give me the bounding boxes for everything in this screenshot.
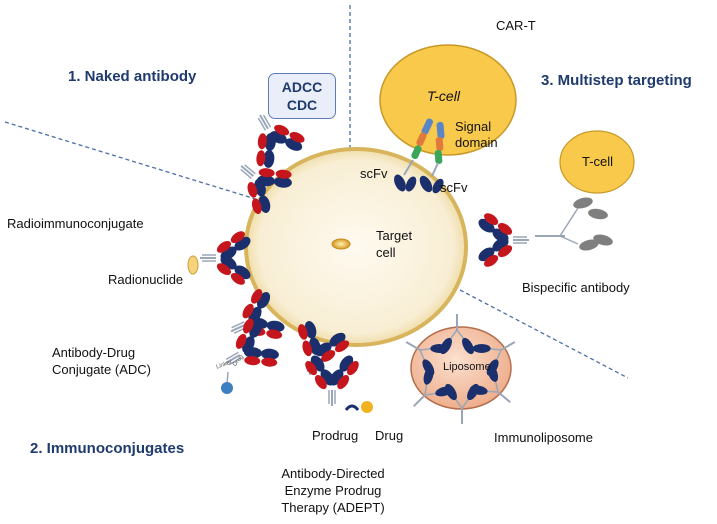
- cell-nucleus: [331, 238, 351, 250]
- adept-drug: [361, 401, 373, 413]
- car-receptor: [394, 118, 445, 194]
- t-cell-label-right: T-cell: [582, 154, 614, 169]
- t-cell-bispecific: [559, 130, 635, 194]
- divider-left: [4, 121, 276, 206]
- radioimmunoconjugate-label: Radioimmunoconjugate: [7, 216, 144, 231]
- adcc-cdc-box: ADCC CDC: [268, 73, 336, 119]
- section-immunoconjugates: 2. Immunoconjugates: [30, 440, 185, 457]
- immunoliposome-label: Immunoliposome: [494, 430, 593, 445]
- enzyme-cup: [344, 404, 360, 411]
- bispecific-antibody: [474, 209, 530, 271]
- radionuclide-label: Radionuclide: [108, 272, 184, 287]
- scfv-left-label: scFv: [360, 166, 388, 181]
- bispecific-antibody-label: Bispecific antibody: [522, 280, 630, 295]
- prodrug-label: Prodrug: [312, 428, 359, 443]
- adc-drug-bead: [221, 382, 233, 394]
- car-t-label: CAR-T: [496, 18, 536, 33]
- radionuclide-marker: [187, 255, 199, 275]
- adept-antibody: [301, 351, 363, 407]
- liposome-label: Liposome: [443, 361, 491, 373]
- section-multistep-targeting: 3. Multistep targeting: [541, 72, 692, 89]
- car-t-cell: [379, 44, 517, 156]
- bispecific-tcell-arm: [535, 197, 613, 251]
- adcc-label: ADCC: [281, 79, 323, 95]
- t-cell-label-top: T-cell: [427, 88, 460, 104]
- target-cell-label: Target cell: [376, 228, 413, 260]
- scfv-right-label: scFv: [440, 180, 468, 195]
- cdc-label: CDC: [286, 97, 318, 113]
- drug-label: Drug: [375, 428, 404, 443]
- signal-domain-label: Signal domain: [455, 119, 498, 150]
- adept-label: Antibody-Directed Enzyme Prodrug Therapy…: [281, 466, 385, 515]
- section-naked-antibody: 1. Naked antibody: [68, 68, 197, 85]
- divider-right: [459, 289, 629, 379]
- adc-label: Antibody-Drug Conjugate (ADC): [52, 345, 151, 377]
